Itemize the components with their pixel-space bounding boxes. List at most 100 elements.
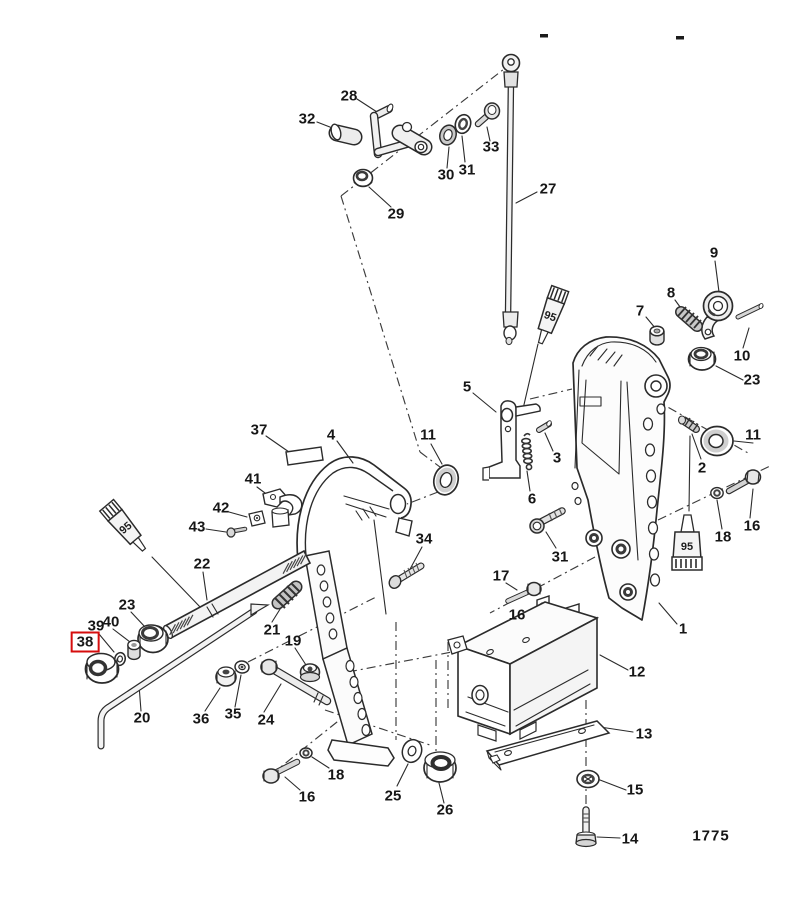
part-label-31a[interactable]: 31 [458, 161, 476, 179]
alignment-axes [247, 61, 771, 810]
part-label-3[interactable]: 3 [552, 449, 562, 467]
part-label-4[interactable]: 4 [326, 426, 336, 444]
part-label-22[interactable]: 22 [193, 555, 211, 573]
hatch-marks [589, 345, 623, 367]
part-label-6[interactable]: 6 [527, 490, 537, 508]
mount-bracket-12 [447, 595, 600, 742]
part-label-32[interactable]: 32 [298, 110, 316, 128]
part-label-35[interactable]: 35 [224, 705, 242, 723]
part-label-8[interactable]: 8 [666, 284, 676, 302]
part-label-13[interactable]: 13 [635, 725, 653, 743]
link-rod-27 [501, 53, 521, 346]
washer-18-right [710, 486, 724, 500]
part-label-29[interactable]: 29 [387, 205, 405, 223]
steering-rod-20 [97, 603, 271, 750]
washer-18-bottom [299, 747, 313, 759]
decal-37 [285, 446, 324, 466]
part-label-37[interactable]: 37 [250, 421, 268, 439]
part-label-43[interactable]: 43 [188, 518, 206, 536]
part-label-31b[interactable]: 31 [551, 548, 569, 566]
part-label-16b[interactable]: 16 [508, 606, 526, 624]
part-label-23a[interactable]: 23 [743, 371, 761, 389]
part-label-15[interactable]: 15 [626, 781, 644, 799]
part-label-26[interactable]: 26 [436, 801, 454, 819]
part-label-19[interactable]: 19 [284, 632, 302, 650]
part-label-9[interactable]: 9 [709, 244, 719, 262]
hole-column-lower [345, 659, 371, 737]
tilt-tube-22 [163, 549, 312, 640]
stern-bracket-part1 [571, 336, 671, 621]
grommet-holes [585, 529, 637, 601]
grease-tube-95-top: 95 [537, 284, 570, 345]
part-label-39[interactable]: 39 [87, 617, 105, 635]
pin-3 [536, 420, 552, 433]
part-label-12[interactable]: 12 [628, 663, 646, 681]
washer-35 [234, 660, 250, 674]
drawing-number: 1775 [692, 827, 730, 845]
part-label-27[interactable]: 27 [539, 180, 557, 198]
part-label-24[interactable]: 24 [257, 711, 275, 729]
bushing-40 [127, 639, 141, 661]
locknut-26 [423, 751, 457, 783]
part-label-40[interactable]: 40 [102, 613, 120, 631]
part-label-28[interactable]: 28 [340, 87, 358, 105]
spring-6 [520, 432, 533, 471]
bolt-31-mid [529, 507, 566, 534]
part-label-2[interactable]: 2 [697, 459, 707, 477]
part-label-34[interactable]: 34 [415, 530, 433, 548]
part-label-25[interactable]: 25 [384, 787, 402, 805]
locknut-23-right [687, 346, 717, 371]
part-label-7[interactable]: 7 [635, 302, 645, 320]
washer-15 [576, 769, 600, 789]
part-label-18a[interactable]: 18 [714, 528, 732, 546]
washer-25 [401, 738, 423, 764]
anchor-clip-41 [262, 488, 303, 528]
page-tick-right [676, 36, 684, 40]
part-label-11b[interactable]: 11 [745, 426, 761, 444]
hole-column [642, 417, 661, 587]
part-label-23b[interactable]: 23 [118, 596, 136, 614]
part-label-1[interactable]: 1 [678, 620, 688, 638]
grease-tube-95-label-top: 95 [542, 309, 558, 324]
anode-plate-13 [485, 720, 611, 771]
part-label-21[interactable]: 21 [263, 621, 281, 639]
washer-11-right [700, 425, 734, 457]
flange-nut-23-left [137, 624, 169, 654]
part-label-20[interactable]: 20 [133, 709, 151, 727]
pin-10 [735, 303, 764, 320]
part-label-5[interactable]: 5 [462, 378, 472, 396]
bolt-17 [505, 581, 542, 604]
part-label-42[interactable]: 42 [212, 499, 230, 517]
part-label-11a[interactable]: 11 [420, 426, 436, 444]
spring-8 [675, 306, 703, 332]
part-label-16a[interactable]: 16 [743, 517, 761, 535]
part-label-30[interactable]: 30 [437, 166, 455, 184]
part-label-18b[interactable]: 18 [327, 766, 345, 784]
tilt-lever-28 [369, 103, 433, 159]
part-label-36[interactable]: 36 [192, 710, 210, 728]
part-label-33[interactable]: 33 [482, 138, 500, 156]
bolt-33 [474, 102, 501, 128]
bushing-7 [649, 325, 665, 346]
screw-43 [226, 526, 248, 538]
washer-30 [439, 124, 457, 146]
part-label-17[interactable]: 17 [492, 567, 510, 585]
pivot-pin-32 [328, 123, 363, 146]
leader-lines [98, 98, 754, 839]
clamp-bracket-part4 [296, 456, 413, 767]
spring-21 [271, 580, 303, 610]
part-label-41[interactable]: 41 [244, 470, 262, 488]
washer-11-center [432, 464, 460, 496]
flange-nut-29 [352, 168, 374, 188]
part-label-14[interactable]: 14 [621, 830, 639, 848]
part-label-10[interactable]: 10 [733, 347, 751, 365]
washer-31-top [454, 113, 472, 135]
grease-tube-95-right: 95 [671, 514, 703, 571]
bolt-24 [260, 658, 332, 706]
part-label-38[interactable]: 38 [70, 631, 100, 653]
part-label-16c[interactable]: 16 [298, 788, 316, 806]
hole-column-upper [316, 564, 338, 640]
grease-fitting-2 [677, 415, 700, 433]
